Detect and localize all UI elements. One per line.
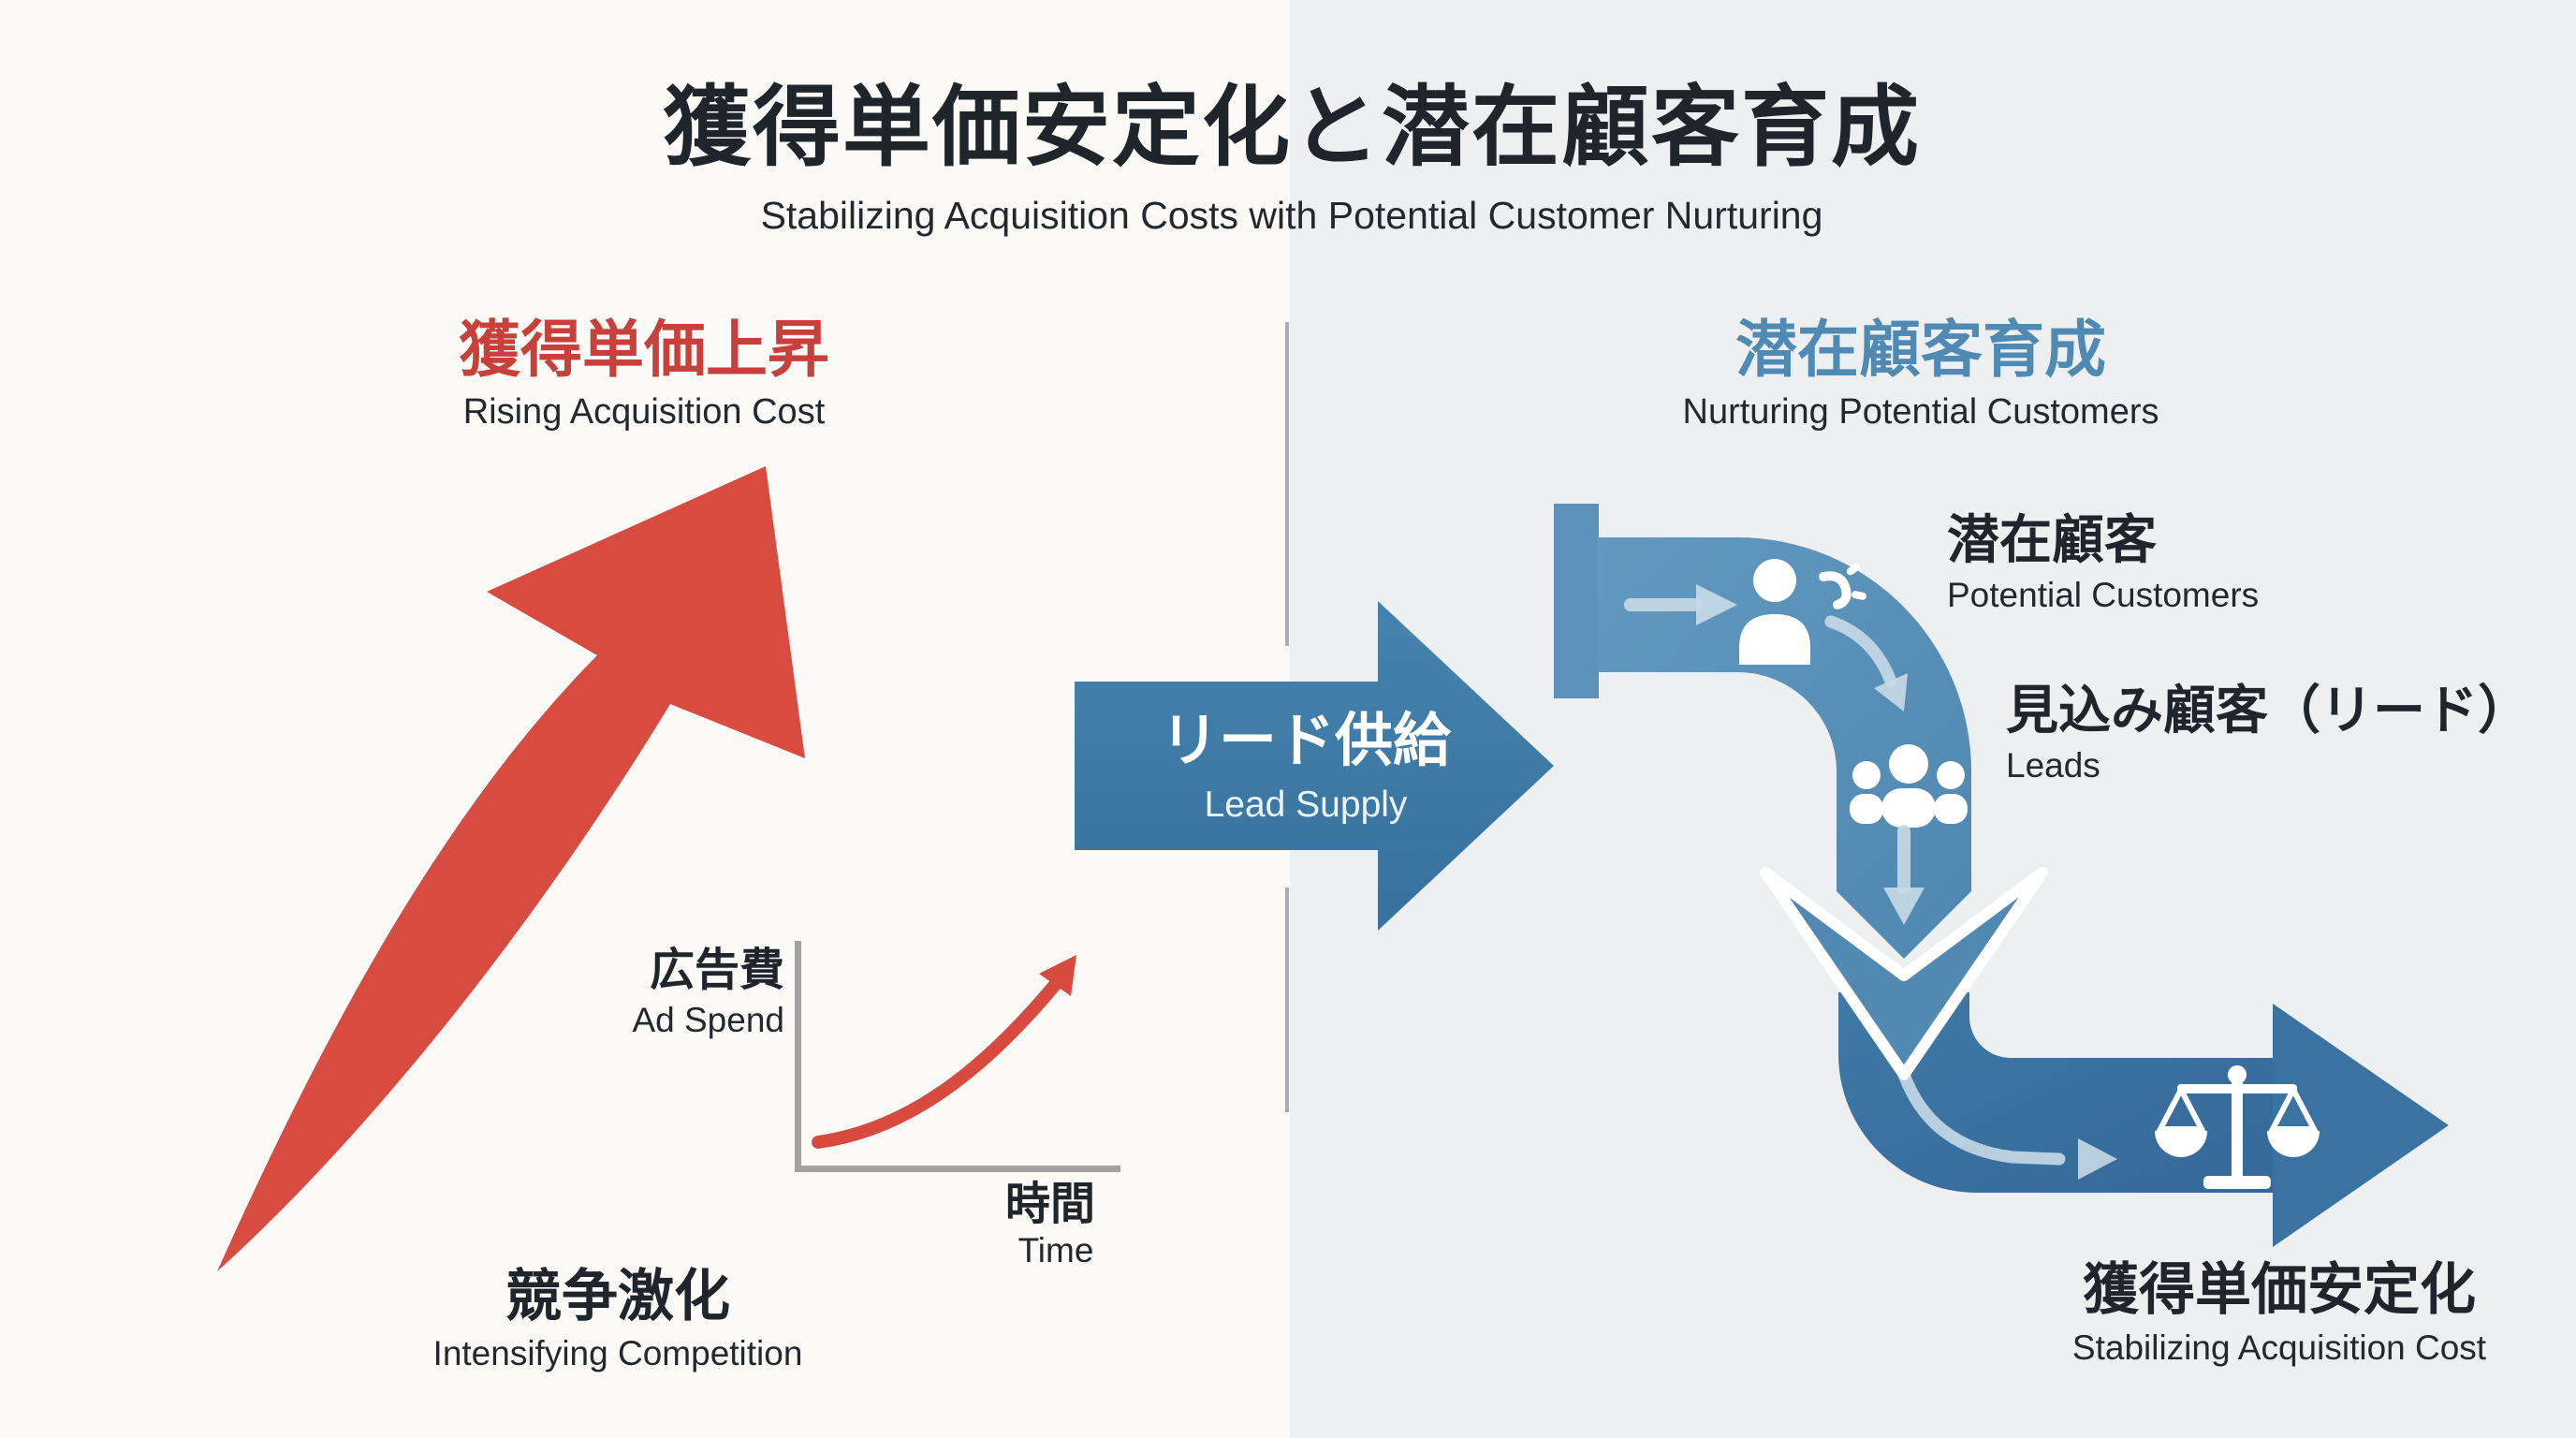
lead-supply-label-jp: リード供給: [1161, 709, 1452, 773]
right-heading-en: Nurturing Potential Customers: [1683, 392, 2159, 432]
page-title: 獲得単価安定化と潜在顧客育成: [663, 78, 1921, 176]
divider-line-top: [1285, 322, 1289, 646]
nurture-flow-top: [1554, 504, 2048, 1080]
people-group-icon: [1850, 744, 1968, 828]
right-heading-jp: 潜在顧客育成: [1735, 315, 2106, 384]
step3-label-en: Stabilizing Acquisition Cost: [2072, 1328, 2487, 1367]
mini-chart-y-axis: [795, 941, 801, 1172]
flow-band-shape: [1597, 537, 1971, 959]
competition-label-en: Intensifying Competition: [433, 1334, 803, 1372]
divider-line-bottom: [1285, 888, 1289, 1112]
mini-chart-curve: [812, 978, 1061, 1149]
balance-scales-icon: [2155, 1065, 2320, 1189]
step2-label-jp: 見込み顧客（リード）: [2006, 681, 2530, 740]
mini-chart-curve-arrowhead-icon: [1039, 955, 1076, 996]
mini-chart-y-label-en: Ad Spend: [632, 1001, 784, 1039]
flow-curved-arrow-bottom-head-icon: [2078, 1138, 2117, 1180]
mini-chart-y-label-jp: 広告費: [650, 946, 784, 995]
left-heading-en: Rising Acquisition Cost: [463, 392, 826, 432]
rising-cost-arrow: [217, 466, 805, 1271]
flow-curved-arrow-top-icon: [1824, 615, 1897, 688]
page-subtitle: Stabilizing Acquisition Costs with Poten…: [761, 194, 1823, 237]
mini-chart-x-axis: [795, 1166, 1120, 1172]
flow-arrow-down-head-icon: [1883, 888, 1925, 925]
step1-label-jp: 潜在顧客: [1947, 510, 2157, 569]
flow-down-arrowhead-icon: [1760, 867, 2048, 1080]
step1-label-en: Potential Customers: [1947, 576, 2259, 614]
left-heading-jp: 獲得単価上昇: [459, 315, 829, 384]
lead-supply-label-en: Lead Supply: [1205, 785, 1408, 825]
nurture-flow-bottom: [1838, 992, 2449, 1247]
lead-supply-arrow: リード供給 Lead Supply: [1075, 601, 1554, 931]
person-announce-icon: [1739, 559, 1866, 665]
flow-right-arrowhead-icon: [2273, 1004, 2449, 1247]
mini-chart-x-label-jp: 時間: [1005, 1180, 1095, 1229]
step2-label-en: Leads: [2006, 746, 2100, 785]
ad-spend-mini-chart: 広告費 Ad Spend 時間 Time: [632, 941, 1120, 1269]
mini-chart-x-label-en: Time: [1018, 1231, 1094, 1269]
flow-start-cap: [1554, 504, 1599, 698]
flow-arrow-right-head-icon: [1696, 584, 1737, 625]
lead-supply-arrow-shape: [1075, 601, 1554, 931]
competition-label-jp: 競争激化: [505, 1265, 730, 1328]
flow-curved-arrow-top-head-icon: [1874, 673, 1908, 712]
step3-label-jp: 獲得単価安定化: [2083, 1258, 2476, 1321]
